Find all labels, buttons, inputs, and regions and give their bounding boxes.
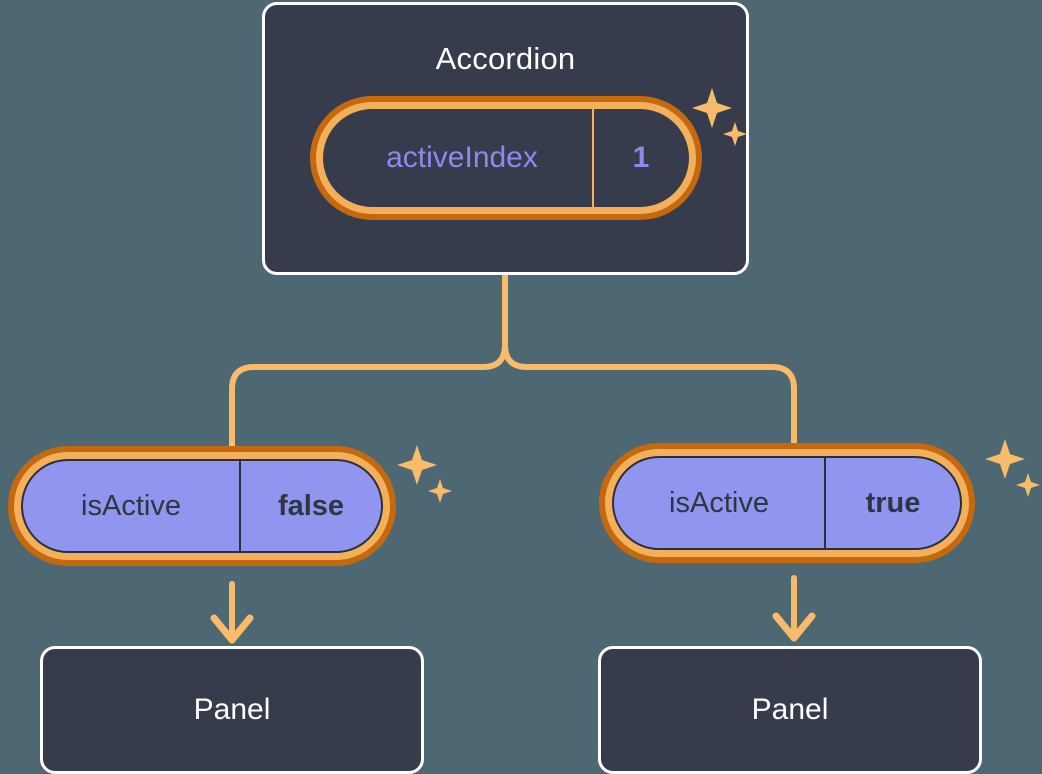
panel-left-title: Panel [193,693,271,726]
isactive-true-pill-ring: isActive true [605,449,969,557]
isactive-true-pill-wrap: isActive true [605,449,969,557]
isactive-false-divider [239,461,241,551]
arrow-right-panel [772,575,816,642]
panel-box-right[interactable]: Panel [598,646,982,774]
activeindex-name: activeIndex [386,141,538,174]
isactive-true-pill[interactable]: isActive true [612,456,962,550]
activeindex-value: 1 [632,141,650,174]
sparkle-panel-left-group [395,443,455,518]
sparkle-panel-right-group [985,437,1042,512]
activeindex-pill-ring: activeIndex 1 [315,102,696,214]
isactive-false-pill-ring: isActive false [14,452,390,560]
panel-box-left[interactable]: Panel [40,646,424,774]
activeindex-state-pill-wrap: activeIndex 1 [315,102,696,214]
sparkle-icon [985,439,1025,479]
isactive-false-value: false [277,489,345,522]
accordion-title: Accordion [435,41,576,76]
accordion-component-box[interactable]: Accordion activeIndex 1 [262,2,749,275]
arrow-left-panel [210,581,254,644]
panel-right-title: Panel [751,693,829,726]
sparkle-icon [397,445,437,485]
isactive-true-name: isActive [669,486,769,519]
activeindex-state-pill[interactable]: activeIndex 1 [322,109,689,207]
isactive-false-pill[interactable]: isActive false [21,459,383,553]
sparkle-icon [428,479,452,503]
isactive-true-divider [824,458,826,548]
isactive-false-pill-wrap: isActive false [14,452,390,560]
wire-branch-left [229,342,508,458]
isactive-true-value: true [865,486,921,519]
activeindex-pill-divider [591,109,594,207]
wire-branch-right [502,342,797,455]
sparkle-icon [1016,473,1040,497]
isactive-false-name: isActive [81,489,181,522]
